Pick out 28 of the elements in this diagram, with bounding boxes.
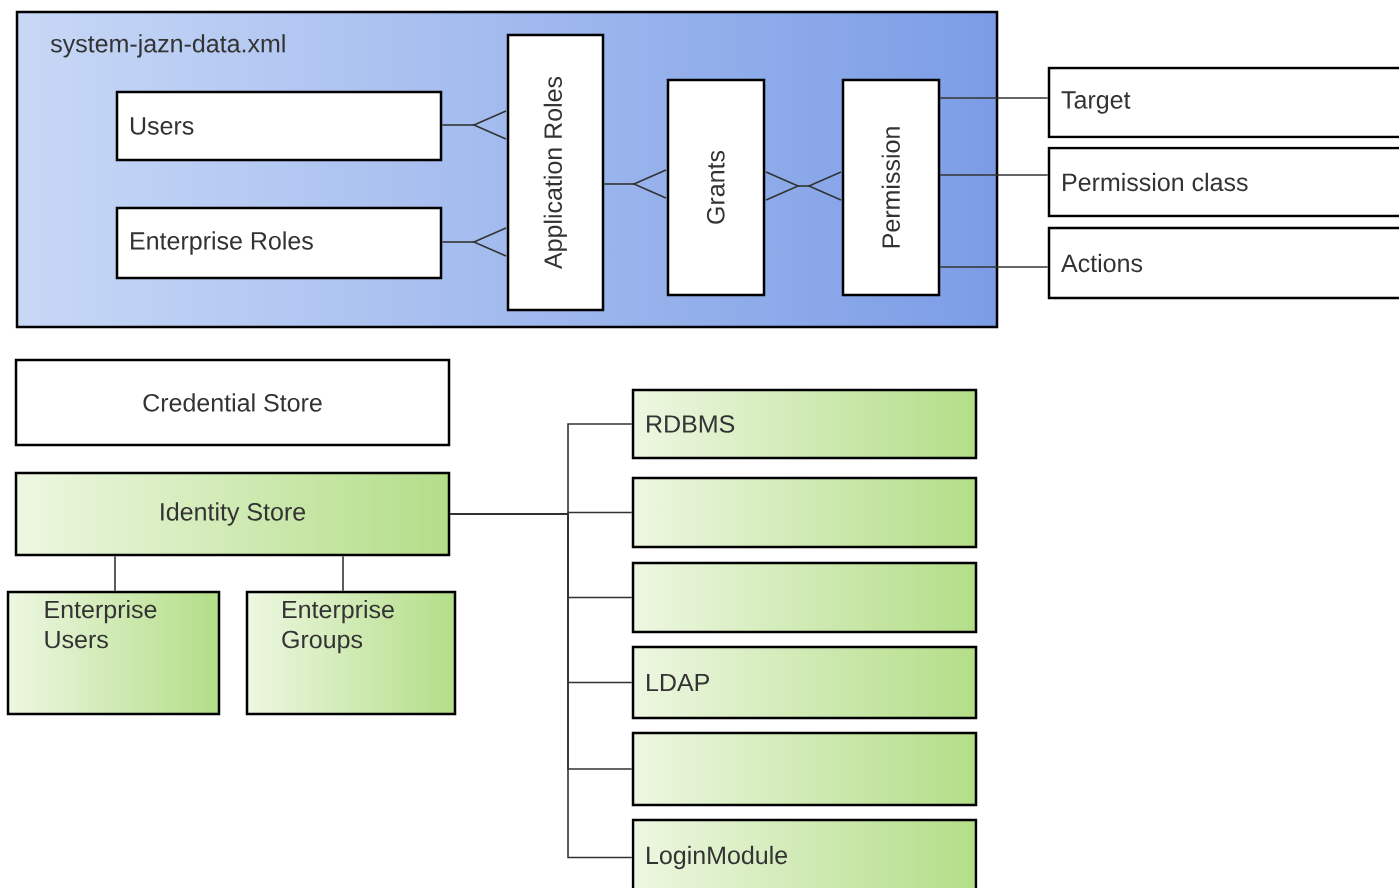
connector bbox=[114, 555, 116, 592]
entity-box: Users bbox=[115, 90, 443, 162]
attribute-box: Actions bbox=[1047, 226, 1399, 300]
connector bbox=[939, 174, 1049, 176]
entity-box: Permission bbox=[841, 78, 941, 297]
entity-box: Grants bbox=[666, 78, 766, 297]
connector bbox=[342, 555, 344, 592]
attribute-box: Target bbox=[1047, 66, 1399, 139]
connector bbox=[441, 110, 507, 140]
provider-box: LDAP bbox=[631, 645, 978, 720]
connector bbox=[441, 227, 507, 257]
connector bbox=[603, 169, 667, 199]
connector bbox=[449, 513, 633, 859]
connector bbox=[939, 97, 1049, 99]
provider-box bbox=[631, 476, 978, 549]
connector bbox=[765, 171, 842, 201]
entity-box: Enterprise Roles bbox=[115, 206, 443, 280]
provider-box: LoginModule bbox=[631, 818, 978, 888]
store-box: Enterprise Users bbox=[6, 590, 221, 716]
entity-box: Application Roles bbox=[506, 33, 605, 312]
provider-box bbox=[631, 731, 978, 807]
store-box: Credential Store bbox=[14, 358, 451, 447]
connector bbox=[939, 266, 1049, 268]
attribute-box: Permission class bbox=[1047, 146, 1399, 218]
provider-box: RDBMS bbox=[631, 388, 978, 460]
store-box: Identity Store bbox=[14, 471, 451, 557]
provider-box bbox=[631, 561, 978, 634]
store-box: Enterprise Groups bbox=[245, 590, 457, 716]
